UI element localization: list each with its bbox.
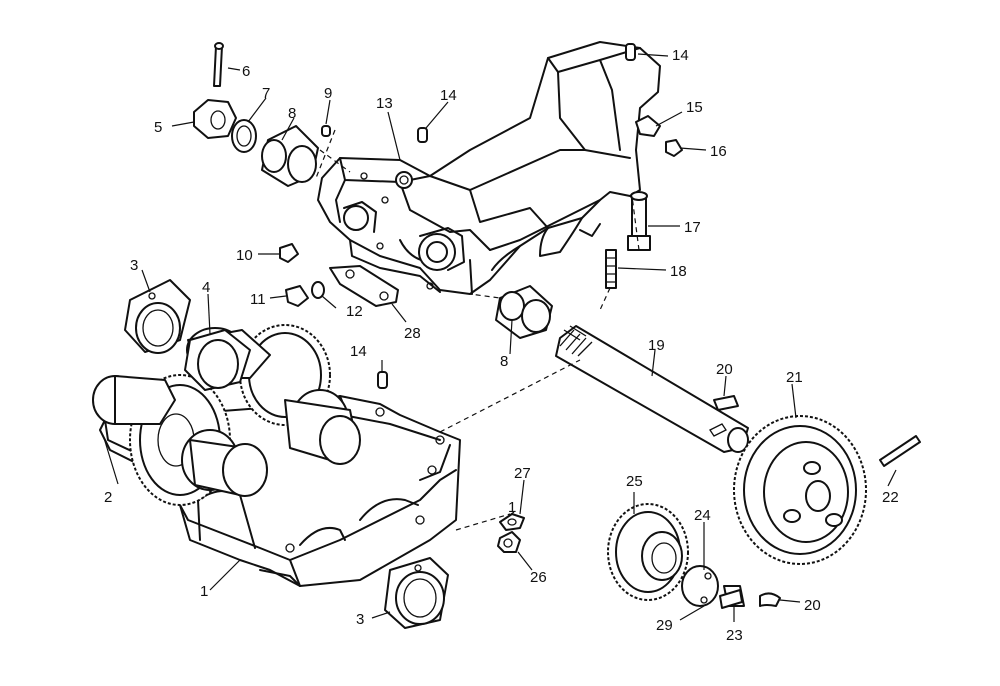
callout-3-lower: 3: [356, 611, 364, 628]
callout-21: 21: [786, 369, 803, 386]
pin-part-14-c: [377, 371, 388, 389]
callout-labels: 6 5 7 8 9 13 14 14 15 16 17 18 10 11 12 …: [104, 47, 899, 644]
bolt-part-17: [627, 191, 651, 251]
callout-20-b: 20: [804, 597, 821, 614]
callout-5: 5: [154, 119, 162, 136]
callout-23: 23: [726, 627, 743, 644]
callout-26: 26: [530, 569, 547, 586]
plate-part-28: [329, 265, 399, 307]
pin-part-6: [213, 42, 224, 87]
callout-22: 22: [882, 489, 899, 506]
bushing-part-3-lower: [384, 557, 449, 629]
callout-9: 9: [324, 85, 332, 102]
callout-8-lower: 8: [500, 353, 508, 370]
pin-part-14-a: [417, 127, 428, 143]
alignment-lines: [315, 129, 640, 531]
callout-29: 29: [656, 617, 673, 634]
bushing-part-8-upper: [261, 125, 319, 187]
pin-part-14-b: [625, 43, 636, 61]
callout-10: 10: [236, 247, 253, 264]
callout-24: 24: [694, 507, 711, 524]
callout-15: 15: [686, 99, 703, 116]
screw-part-10: [279, 243, 299, 263]
shaft-part-19: [555, 325, 749, 453]
pin-part-22: [879, 435, 921, 467]
upper-housing-part-13: [317, 41, 661, 295]
callout-18: 18: [670, 263, 687, 280]
bushing-part-4: [184, 329, 251, 391]
big-gear-part-21: [733, 415, 867, 565]
small-gear-part-25: [607, 503, 689, 601]
pin-part-9: [321, 125, 331, 137]
nut-part-5: [193, 99, 237, 139]
bushing-part-3-upper: [124, 279, 191, 354]
callout-16: 16: [710, 143, 727, 160]
callout-14-b: 14: [672, 47, 689, 64]
screw-part-11: [285, 285, 309, 307]
callout-17: 17: [684, 219, 701, 236]
callout-25: 25: [626, 473, 643, 490]
callout-3-upper: 3: [130, 257, 138, 274]
callout-28: 28: [404, 325, 421, 342]
callout-4: 4: [202, 279, 210, 296]
callout-1-small: 1: [508, 499, 516, 516]
washer-part-12: [311, 281, 325, 299]
stud-part-18: [605, 249, 617, 289]
key-part-20-b: [759, 592, 781, 607]
callout-14-c: 14: [350, 343, 367, 360]
clip-part-15: [635, 115, 661, 137]
callout-12: 12: [346, 303, 363, 320]
callout-20-a: 20: [716, 361, 733, 378]
callout-11: 11: [250, 291, 266, 308]
callout-27: 27: [514, 465, 531, 482]
callout-13: 13: [376, 95, 393, 112]
bushing-part-8-lower: [495, 285, 553, 339]
leader-lines: [103, 53, 897, 622]
plug-part-16: [665, 139, 683, 157]
key-part-20-a: [713, 395, 739, 411]
callout-8-upper: 8: [288, 105, 296, 122]
callout-19: 19: [648, 337, 665, 354]
bolt-part-23: [719, 585, 745, 609]
left-gear-part-2: [92, 374, 268, 506]
nut-part-26: [497, 531, 521, 553]
washer-part-7: [231, 119, 257, 153]
callout-7: 7: [262, 85, 270, 102]
callout-6: 6: [242, 63, 250, 80]
plate-part-24: [681, 565, 719, 607]
callout-1: 1: [200, 583, 208, 600]
callout-14-a: 14: [440, 87, 457, 104]
callout-2: 2: [104, 489, 112, 506]
